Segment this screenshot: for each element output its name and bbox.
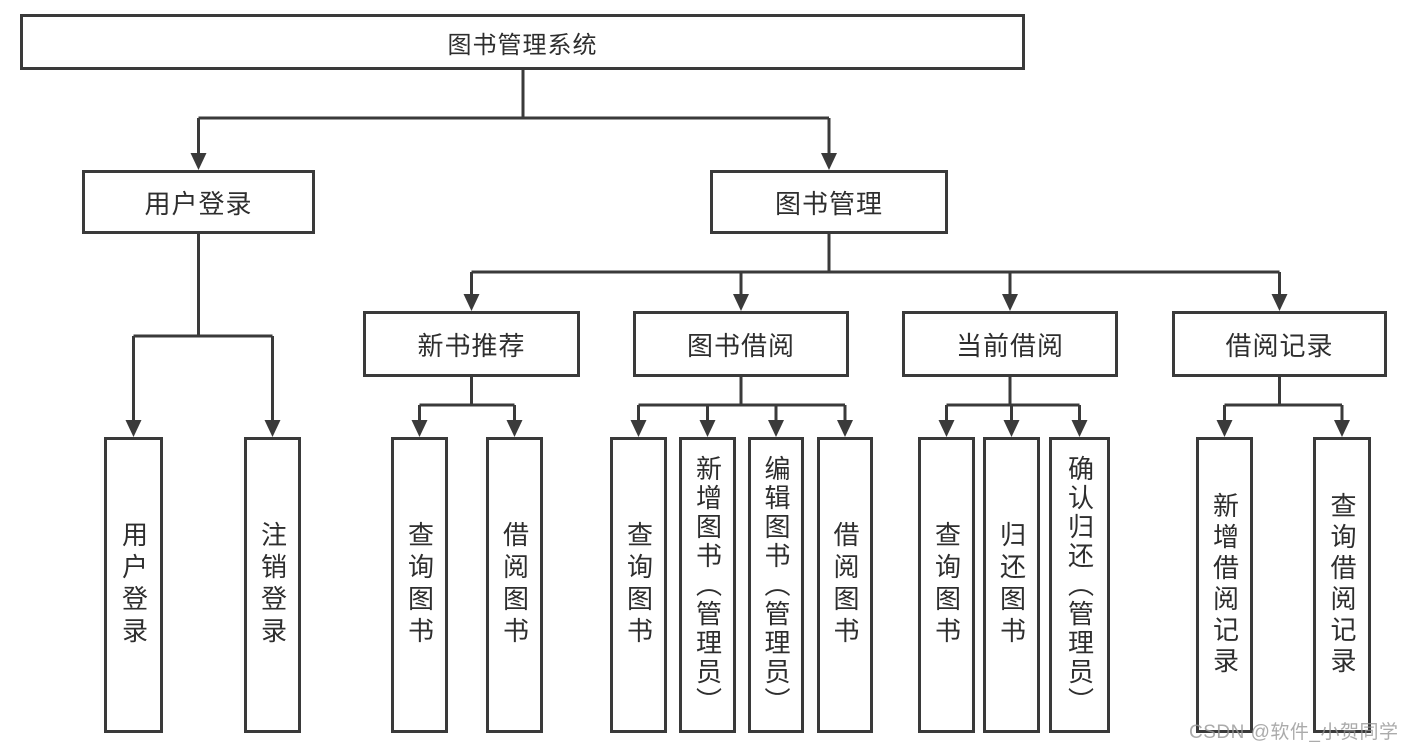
- arrowhead-icon: [733, 294, 749, 311]
- arrowhead-icon: [411, 420, 428, 437]
- leaf-user-login-label: 用户登录: [118, 521, 149, 649]
- arrowhead-icon: [190, 153, 207, 170]
- node-root: 图书管理系统: [20, 14, 1025, 70]
- node-new-book-recommend-label: 新书推荐: [417, 330, 526, 361]
- leaf-logout-label: 注销登录: [257, 521, 288, 649]
- arrowhead-icon: [821, 153, 837, 170]
- arrowhead-icon: [630, 420, 647, 437]
- leaf-return-books: 归还图书: [983, 437, 1040, 733]
- node-book-management: 图书管理: [710, 170, 948, 234]
- leaf-confirm-return-admin-label: 确认归还（管理员）: [1064, 454, 1095, 716]
- leaf-query-borrow-record-label: 查询借阅记录: [1327, 492, 1357, 678]
- leaf-add-books-admin-label: 新增图书（管理员）: [692, 454, 723, 716]
- node-root-label: 图书管理系统: [447, 31, 598, 59]
- arrowhead-icon: [1003, 420, 1020, 437]
- arrowhead-icon: [768, 420, 784, 437]
- arrowhead-icon: [264, 420, 281, 437]
- leaf-query-books-current-label: 查询图书: [931, 521, 962, 649]
- leaf-query-books-borrow-label: 查询图书: [623, 521, 654, 649]
- csdn-watermark: CSDN @软件_小贺同学: [1189, 722, 1399, 743]
- node-book-management-label: 图书管理: [774, 188, 883, 219]
- leaf-edit-books-admin: 编辑图书（管理员）: [748, 437, 804, 733]
- arrowhead-icon: [837, 420, 853, 437]
- node-current-borrowing-label: 当前借阅: [955, 330, 1064, 361]
- node-book-borrowing: 图书借阅: [633, 311, 849, 377]
- node-new-book-recommend: 新书推荐: [363, 311, 580, 377]
- arrowhead-icon: [938, 420, 955, 437]
- leaf-borrow-books-recommend-label: 借阅图书: [499, 521, 530, 649]
- leaf-query-books-current: 查询图书: [918, 437, 975, 733]
- leaf-logout: 注销登录: [244, 437, 301, 733]
- leaf-add-borrow-record: 新增借阅记录: [1196, 437, 1253, 733]
- leaf-user-login: 用户登录: [104, 437, 163, 733]
- arrowhead-icon: [506, 420, 523, 437]
- leaf-borrow-books-label: 借阅图书: [830, 521, 860, 649]
- arrowhead-icon: [1002, 294, 1018, 311]
- arrowhead-icon: [125, 420, 142, 437]
- arrowhead-icon: [1334, 420, 1350, 437]
- leaf-add-borrow-record-label: 新增借阅记录: [1209, 492, 1240, 678]
- leaf-borrow-books: 借阅图书: [817, 437, 873, 733]
- leaf-edit-books-admin-label: 编辑图书（管理员）: [761, 454, 791, 716]
- leaf-query-books-recommend-label: 查询图书: [404, 521, 435, 649]
- leaf-query-books-borrow: 查询图书: [610, 437, 667, 733]
- leaf-borrow-books-recommend: 借阅图书: [486, 437, 543, 733]
- arrowhead-icon: [1216, 420, 1233, 437]
- arrowhead-icon: [1071, 420, 1088, 437]
- arrowhead-icon: [463, 294, 480, 311]
- node-user-login: 用户登录: [82, 170, 315, 234]
- leaf-add-books-admin: 新增图书（管理员）: [679, 437, 736, 733]
- leaf-confirm-return-admin: 确认归还（管理员）: [1049, 437, 1110, 733]
- node-borrowing-records: 借阅记录: [1172, 311, 1387, 377]
- leaf-query-books-recommend: 查询图书: [391, 437, 448, 733]
- node-current-borrowing: 当前借阅: [902, 311, 1118, 377]
- leaf-query-borrow-record: 查询借阅记录: [1313, 437, 1371, 733]
- node-book-borrowing-label: 图书借阅: [686, 330, 795, 361]
- node-user-login-label: 用户登录: [144, 188, 253, 219]
- arrowhead-icon: [1271, 294, 1288, 311]
- node-borrowing-records-label: 借阅记录: [1225, 330, 1334, 361]
- leaf-return-books-label: 归还图书: [996, 521, 1027, 649]
- arrowhead-icon: [699, 420, 716, 437]
